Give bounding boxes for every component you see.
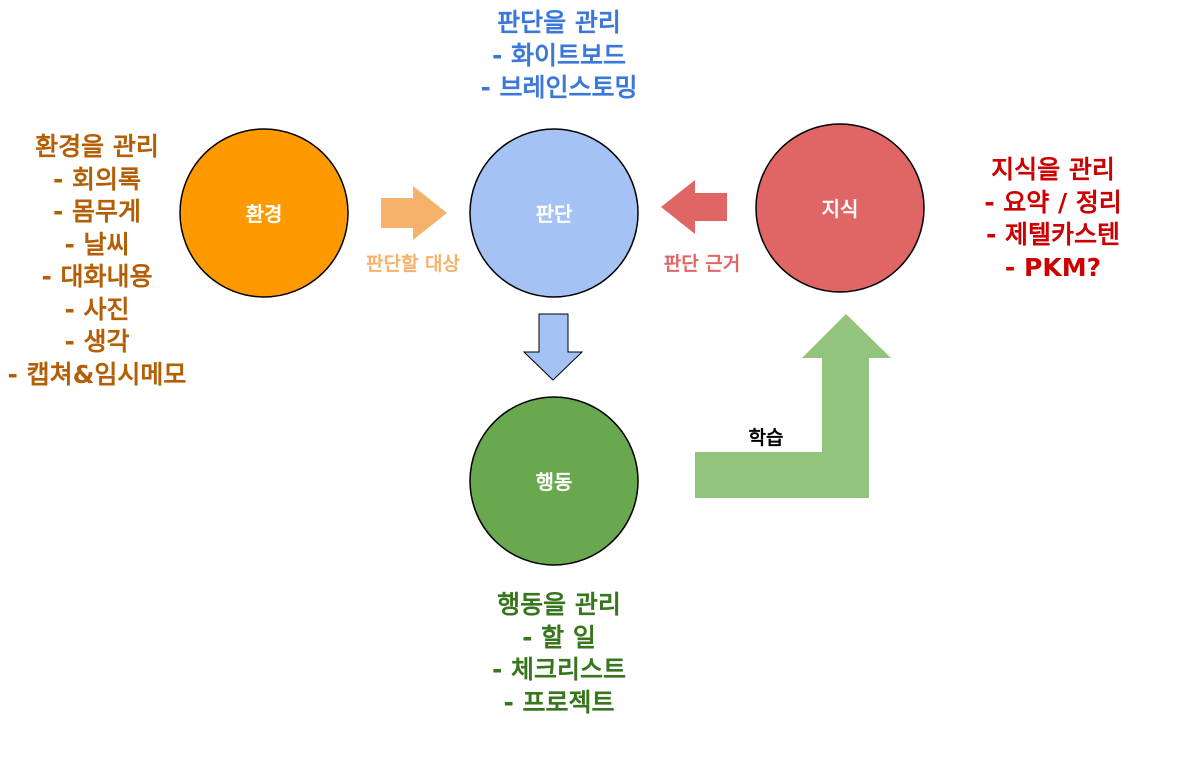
env-to-judgment-arrow xyxy=(381,186,447,240)
judgment-to-action-arrow xyxy=(522,313,584,381)
judgment-item: - 브레인스토밍 xyxy=(480,73,638,102)
learning-arrow xyxy=(695,314,891,498)
action-node: 행동 xyxy=(469,396,639,566)
judgment-item: - 화이트보드 xyxy=(491,40,627,70)
environment-management-title: 환경을 관리 xyxy=(35,132,159,161)
action-management-title: 행동을 관리 xyxy=(497,590,621,619)
environment-node: 환경 xyxy=(179,128,349,298)
judgment-node: 판단 xyxy=(469,128,639,298)
knowledge-node: 지식 xyxy=(755,123,925,293)
action-node-label: 행동 xyxy=(536,470,573,494)
environment-item: - 사진 xyxy=(64,294,130,324)
knowledge-management-title: 지식을 관리 xyxy=(991,155,1115,184)
knowledge-management-block: 지식을 관리 - 요약 / 정리 - 제텔카스텐 - PKM? xyxy=(953,154,1153,284)
knowledge-to-judgment-label: 판단 근거 xyxy=(664,253,741,275)
action-management-block: 행동을 관리 - 할 일 - 체크리스트 - 프로젝트 xyxy=(459,589,659,719)
env-to-judgment-label: 판단할 대상 xyxy=(366,252,461,275)
knowledge-item: - PKM? xyxy=(1004,252,1102,282)
environment-item: - 날씨 xyxy=(64,229,130,259)
environment-item: - 생각 xyxy=(64,327,130,356)
judgment-management-block: 판단을 관리 - 화이트보드 - 브레인스토밍 xyxy=(459,7,659,105)
environment-item: - 몸무게 xyxy=(52,197,142,226)
knowledge-node-label: 지식 xyxy=(822,197,859,221)
knowledge-item: - 요약 / 정리 xyxy=(984,187,1122,217)
knowledge-to-judgment-arrow xyxy=(661,180,727,234)
environment-management-block: 환경을 관리 - 회의록 - 몸무게 - 날씨 - 대화내용 - 사진 - 생각… xyxy=(0,131,194,391)
judgment-node-label: 판단 xyxy=(536,202,573,226)
learning-arrow-label: 학습 xyxy=(749,427,784,449)
environment-item: - 회의록 xyxy=(52,164,142,194)
action-item: - 체크리스트 xyxy=(491,655,627,684)
action-item: - 프로젝트 xyxy=(503,687,615,717)
environment-item: - 캡쳐&임시메모 xyxy=(7,359,187,389)
knowledge-item: - 제텔카스텐 xyxy=(985,220,1121,249)
environment-item: - 대화내용 xyxy=(41,262,153,291)
action-item: - 할 일 xyxy=(522,622,596,652)
environment-node-label: 환경 xyxy=(246,202,283,226)
judgment-management-title: 판단을 관리 xyxy=(497,8,621,37)
